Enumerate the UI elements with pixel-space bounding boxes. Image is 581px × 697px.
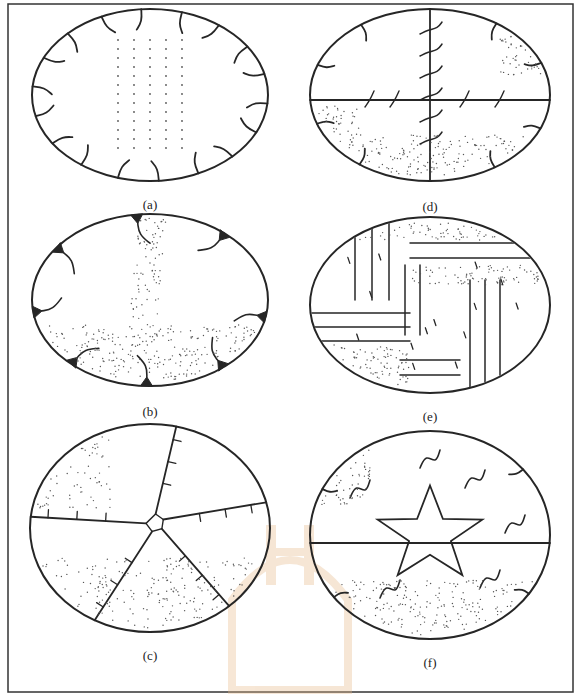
core-section-c (30, 424, 270, 632)
core-section-f (310, 431, 550, 639)
core-section-d (310, 9, 550, 181)
core-section-a (32, 9, 268, 181)
figure-label: (b) (142, 405, 157, 418)
figure-label: (c) (143, 649, 157, 662)
figure-label: (f) (424, 656, 437, 669)
figure-label: (a) (143, 198, 157, 211)
core-section-b (32, 214, 268, 386)
figure-label: (e) (423, 410, 437, 423)
figure-label: (d) (422, 200, 437, 213)
frame-border (8, 4, 573, 692)
core-section-e (305, 210, 555, 400)
watermark-logo (232, 525, 348, 690)
